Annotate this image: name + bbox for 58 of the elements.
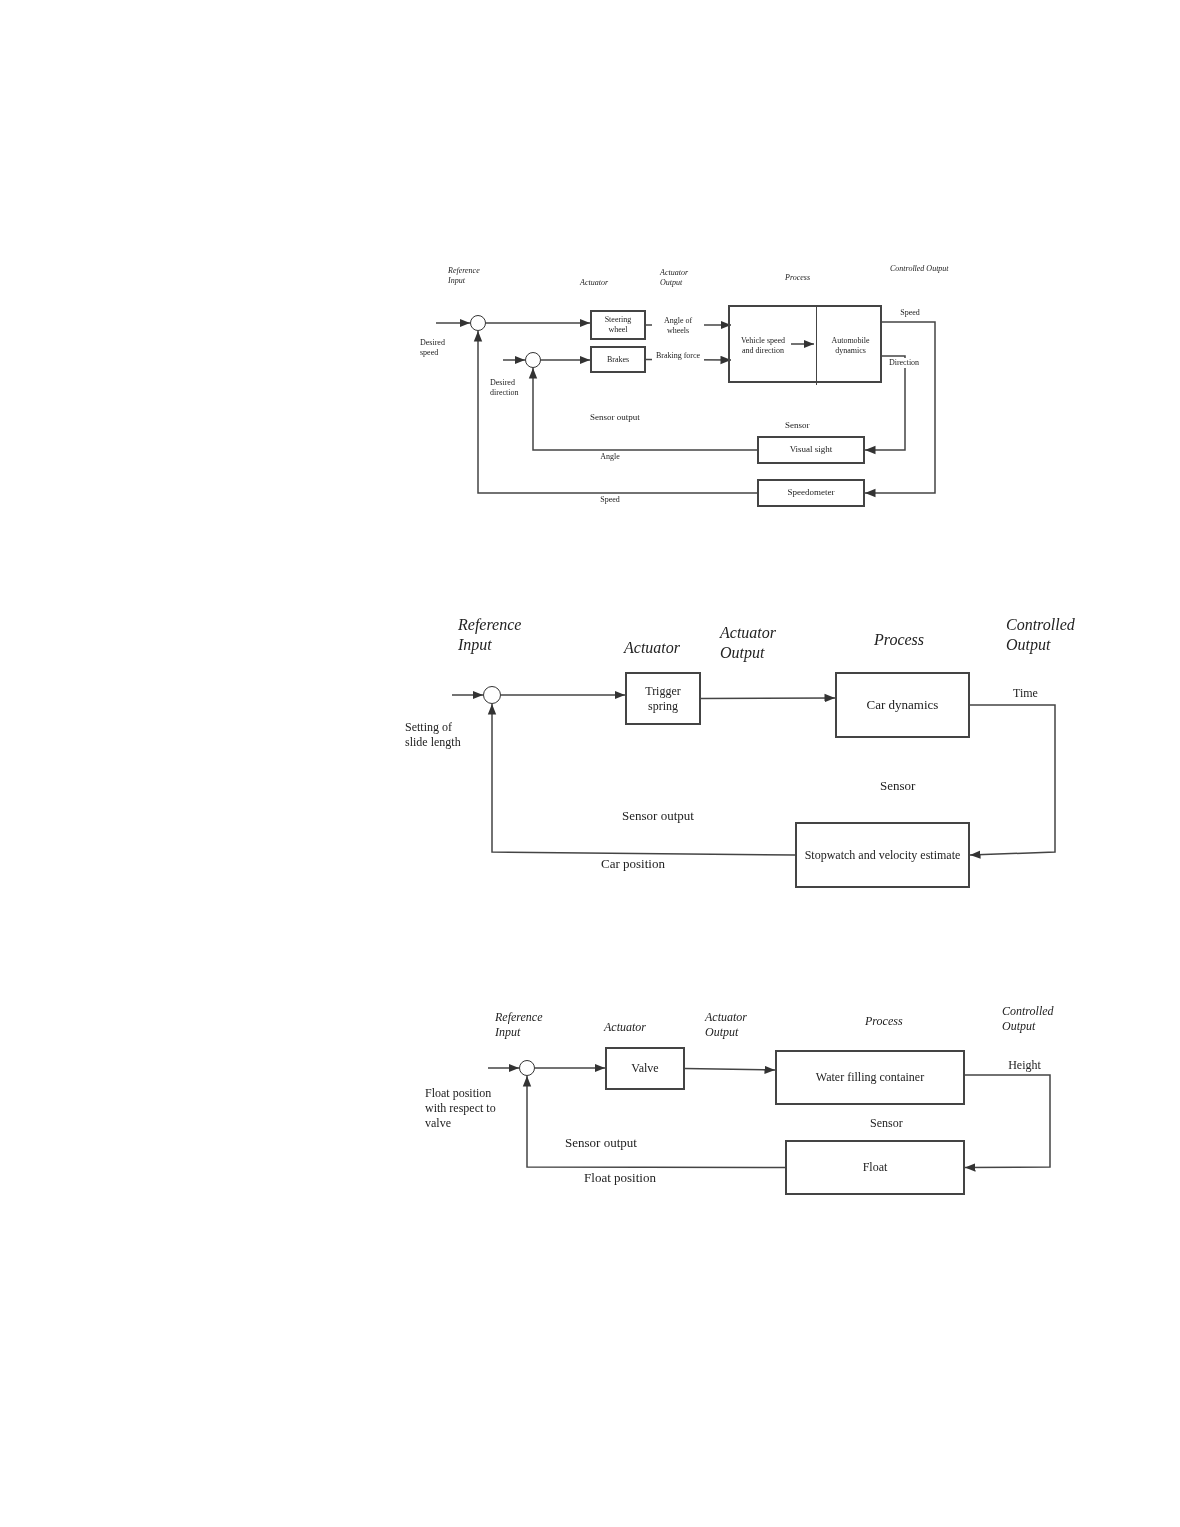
arrow <box>700 693 836 703</box>
block-heading: Actuator <box>624 638 681 658</box>
block-heading: Process <box>865 1014 904 1029</box>
block-heading: Reference Input <box>458 615 523 655</box>
arrow <box>487 1063 520 1073</box>
block-heading: Actuator Output <box>660 268 689 288</box>
block-box: Stopwatch and velocity estimate <box>795 822 970 888</box>
edge-label: Angle of wheels <box>652 316 704 336</box>
arrow <box>473 330 758 494</box>
arrow <box>500 690 626 700</box>
block-heading: Actuator Output <box>705 1010 748 1040</box>
arrow <box>684 1065 776 1074</box>
signal-label: Sensor <box>785 420 811 432</box>
block-heading: Actuator <box>604 1020 647 1035</box>
signal-label: Desired direction <box>490 378 520 398</box>
block-box: Trigger spring <box>625 672 701 725</box>
arrow <box>528 367 758 451</box>
arrow <box>864 321 936 498</box>
arrow <box>451 690 484 700</box>
arrow <box>864 355 906 455</box>
block-heading: Process <box>785 273 812 283</box>
process-box <box>728 305 882 383</box>
signal-label: Sensor output <box>590 412 641 424</box>
arrow <box>534 1063 606 1073</box>
block-box: Valve <box>605 1047 685 1090</box>
arrow <box>790 339 815 349</box>
signal-label: Sensor output <box>622 808 695 825</box>
block-heading: Controlled Output <box>1006 615 1076 655</box>
block-box: Water filling container <box>775 1050 965 1105</box>
block-box: Float <box>785 1140 965 1195</box>
block-box: Steering wheel <box>590 310 646 340</box>
block-heading: Reference Input <box>495 1010 544 1040</box>
arrow <box>540 355 591 365</box>
arrow <box>435 318 471 328</box>
arrow <box>964 1074 1051 1172</box>
block-box: Visual sight <box>757 436 865 464</box>
signal-label: Desired speed <box>420 338 446 358</box>
signal-label: Sensor output <box>565 1135 638 1152</box>
block-box: Speedometer <box>757 479 865 507</box>
process-text: Vehicle speed and direction <box>733 314 793 378</box>
block-box: Car dynamics <box>835 672 970 738</box>
arrow <box>969 704 1056 859</box>
signal-label: Float position with respect to valve <box>425 1086 497 1131</box>
block-heading: Actuator Output <box>720 623 777 663</box>
block-heading: Controlled Output <box>890 264 950 274</box>
block-heading: Process <box>874 630 926 650</box>
signal-label: Setting of slide length <box>405 720 462 750</box>
arrow <box>487 703 796 856</box>
arrow <box>485 318 591 328</box>
block-heading: Reference Input <box>448 266 481 286</box>
arrow <box>522 1075 786 1169</box>
block-box: Brakes <box>590 346 646 373</box>
signal-label: Sensor <box>870 1116 904 1131</box>
edge-label: Braking force <box>652 351 704 361</box>
block-heading: Controlled Output <box>1002 1004 1055 1034</box>
arrow <box>502 355 526 365</box>
block-heading: Actuator <box>580 278 609 288</box>
signal-label: Sensor <box>880 778 917 795</box>
